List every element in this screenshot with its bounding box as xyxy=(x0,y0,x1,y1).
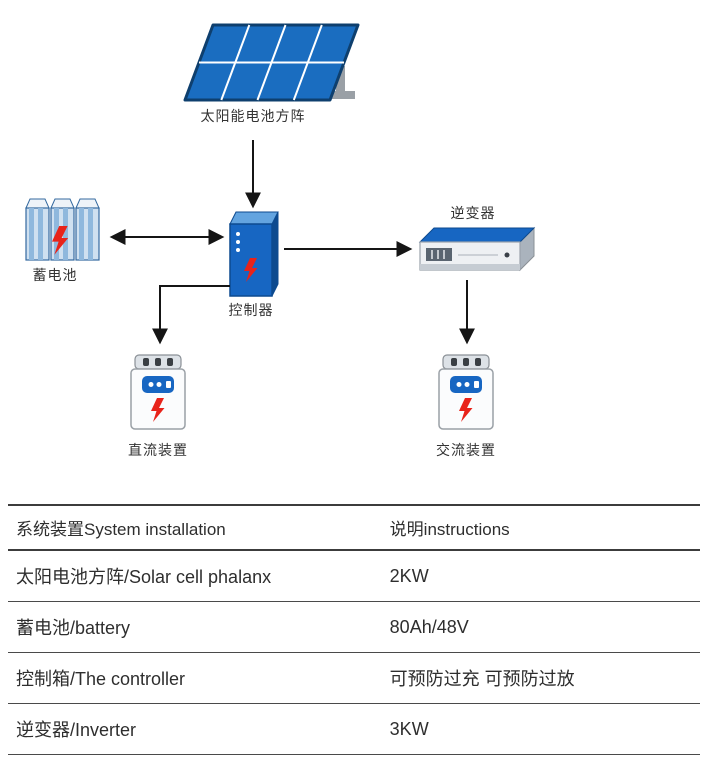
battery-icon xyxy=(25,198,100,261)
inverter-label: 逆变器 xyxy=(450,205,496,221)
controller-icon xyxy=(229,211,279,297)
arrow-controller-to-dc-device xyxy=(152,285,230,345)
table-row: 控制箱/The controller 可预防过充 可预防过放 xyxy=(8,652,700,704)
table-cell: 可预防过充 可预防过放 xyxy=(381,652,700,704)
system-diagram: 太阳能电池方阵 蓄电池 控制器 逆变器 直流装置 交流装置 xyxy=(25,23,536,498)
battery-label: 蓄电池 xyxy=(32,267,78,283)
table-row: 太阳电池方阵/Solar cell phalanx 2KW xyxy=(8,550,700,602)
dc-device-icon xyxy=(131,355,185,429)
table-header-cell: 系统装置System installation xyxy=(8,505,382,551)
spec-table: 系统装置System installation 说明instructions 太… xyxy=(8,504,700,755)
table-header-row: 系统装置System installation 说明instructions xyxy=(8,505,700,551)
table-row: 逆变器/Inverter 3KW xyxy=(8,703,700,755)
table-header-cell: 说明instructions xyxy=(381,505,700,551)
inverter-icon xyxy=(418,226,536,272)
table-cell: 太阳电池方阵/Solar cell phalanx xyxy=(8,550,382,602)
solar-panel-label: 太阳能电池方阵 xyxy=(200,108,306,124)
table-cell: 控制箱/The controller xyxy=(8,652,382,704)
solar-panel-icon xyxy=(183,23,360,102)
table-cell: 蓄电池/battery xyxy=(8,601,382,653)
controller-label: 控制器 xyxy=(228,302,274,318)
table-cell: 2KW xyxy=(381,550,700,602)
ac-device-icon xyxy=(439,355,493,429)
table-cell: 逆变器/Inverter xyxy=(8,703,382,755)
table-cell: 3KW xyxy=(381,703,700,755)
dc-device-label: 直流装置 xyxy=(128,442,188,458)
table-cell: 80Ah/48V xyxy=(381,601,700,653)
diagram-canvas xyxy=(25,23,536,498)
table-row: 蓄电池/battery 80Ah/48V xyxy=(8,601,700,653)
ac-device-label: 交流装置 xyxy=(436,442,496,458)
